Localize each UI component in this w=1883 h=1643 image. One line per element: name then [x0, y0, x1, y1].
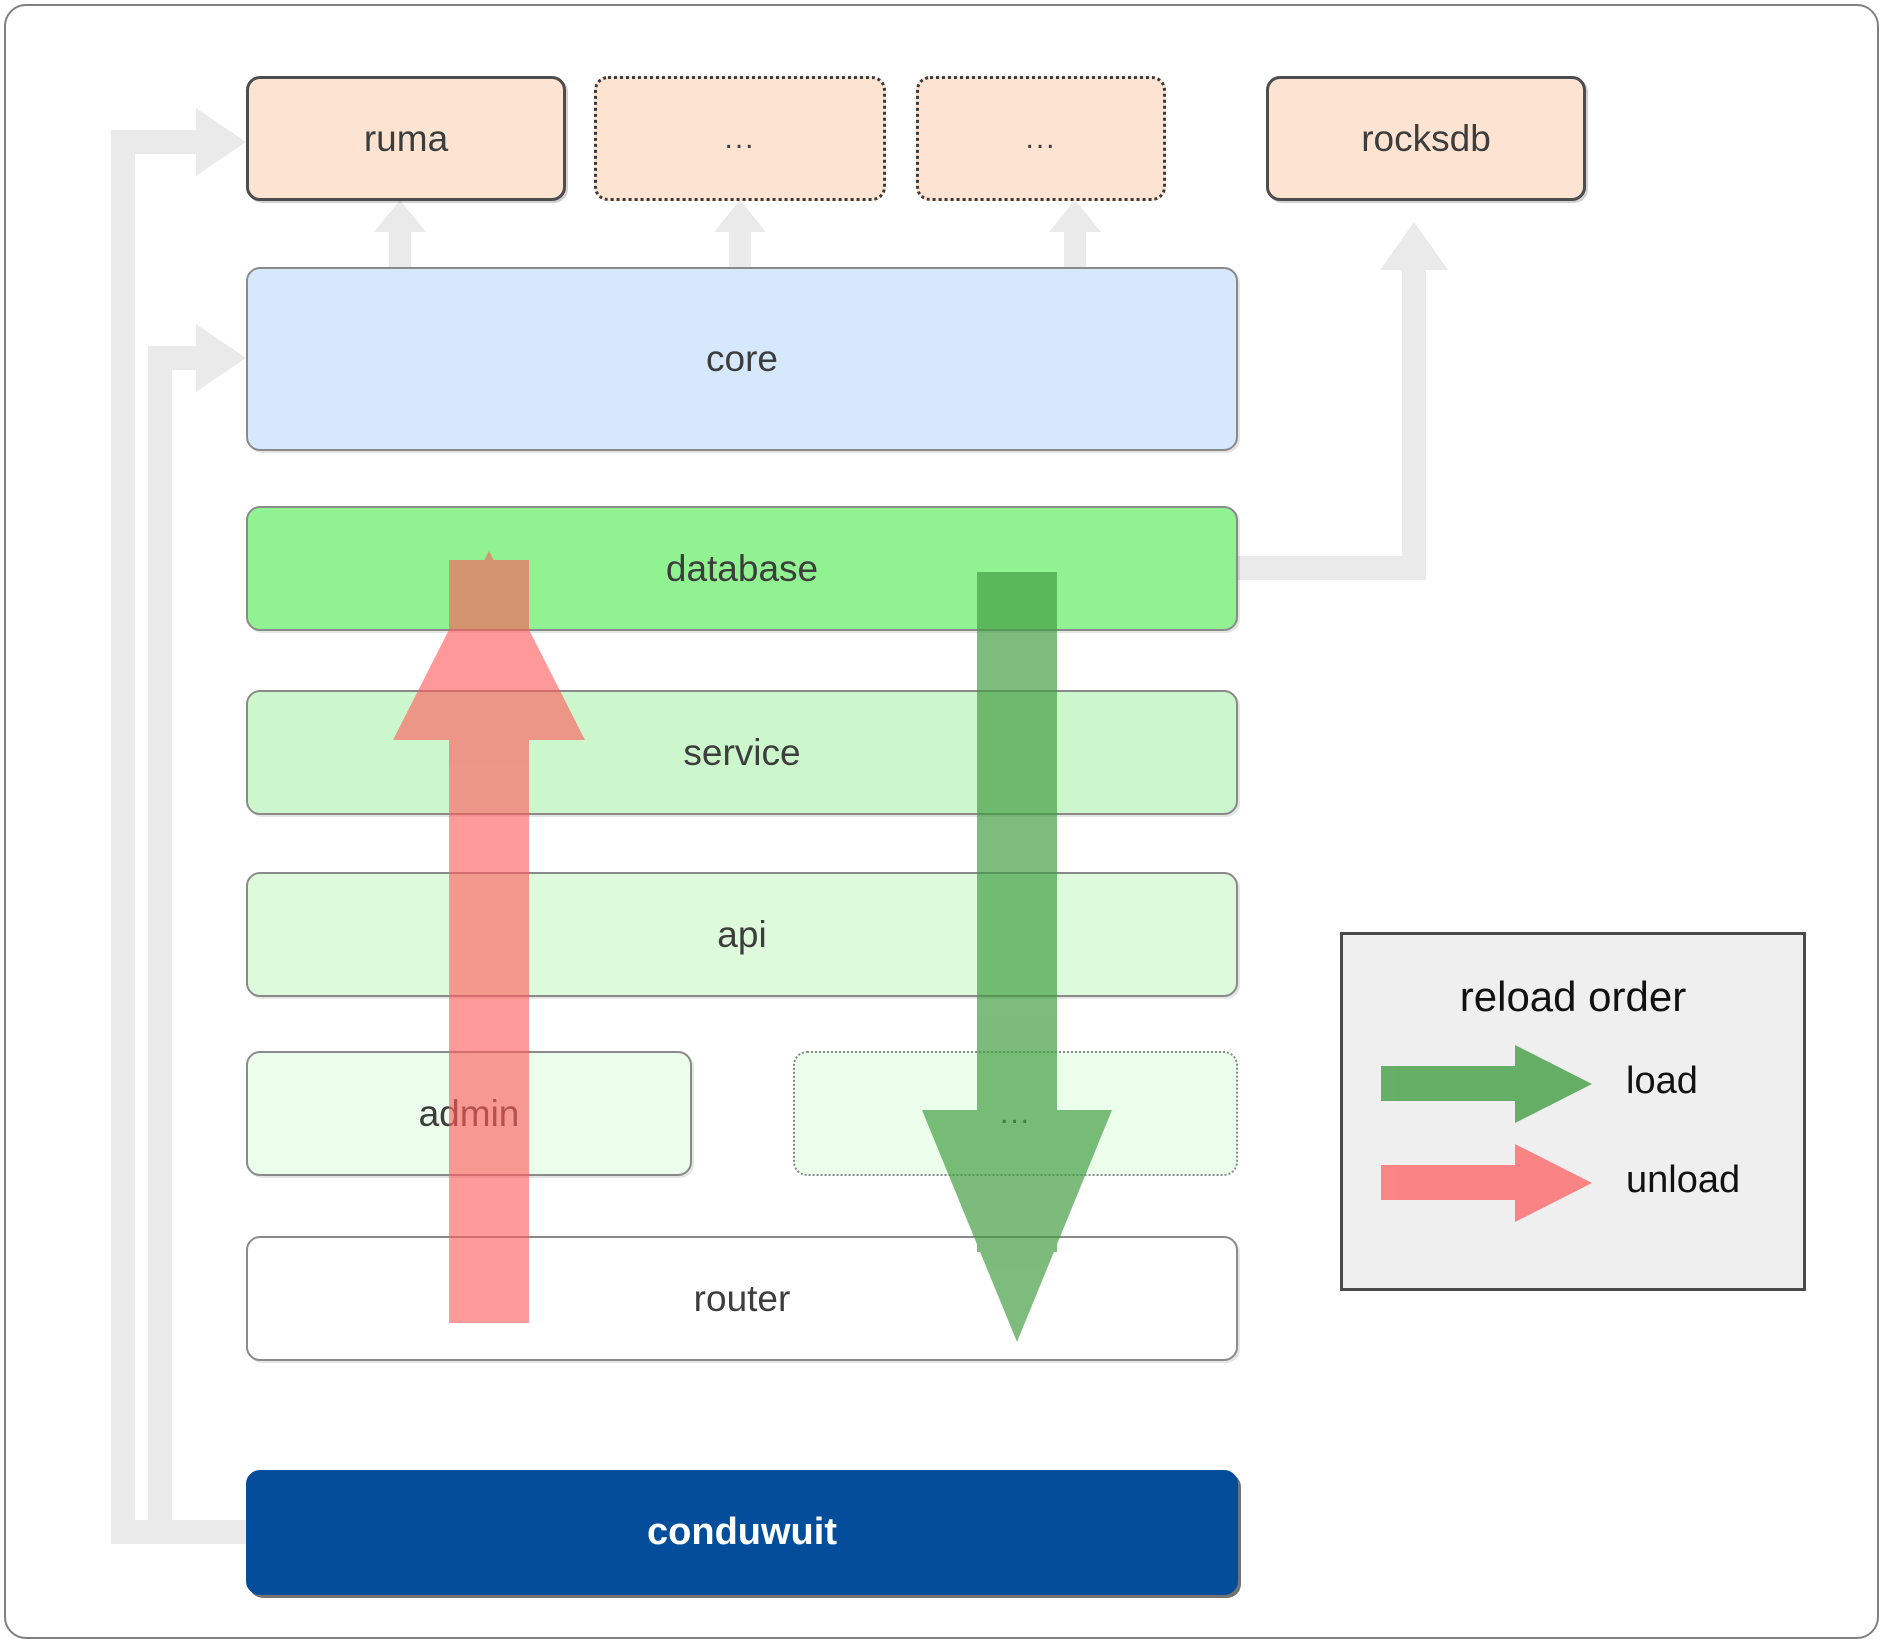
layer-box-api[interactable]: api — [246, 872, 1238, 997]
layer-box-router[interactable]: router — [246, 1236, 1238, 1361]
layer-label-service: service — [683, 731, 801, 773]
diagram-frame — [4, 4, 1879, 1639]
layer-label-core: core — [706, 338, 778, 379]
legend-box: reload order load unload — [1340, 932, 1806, 1291]
dependency-label-ellipsis-1: ... — [724, 121, 756, 155]
application-box-conduwuit[interactable]: conduwuit — [246, 1470, 1238, 1595]
layer-label-api: api — [717, 913, 767, 955]
layer-box-admin[interactable]: admin — [246, 1051, 692, 1176]
layer-box-database[interactable]: database — [246, 506, 1238, 631]
dependency-box-ellipsis-1[interactable]: ... — [594, 76, 886, 201]
dependency-box-rocksdb[interactable]: rocksdb — [1266, 76, 1586, 201]
layer-box-core[interactable]: core — [246, 267, 1238, 451]
layer-box-ellipsis[interactable]: ... — [793, 1051, 1238, 1176]
layer-label-ellipsis: ... — [999, 1096, 1031, 1130]
legend-load-arrow — [1381, 1045, 1592, 1123]
layer-label-admin: admin — [418, 1092, 520, 1134]
legend-label-load: load — [1626, 1060, 1698, 1102]
dependency-box-ellipsis-2[interactable]: ... — [916, 76, 1166, 201]
legend-arrows — [1381, 1045, 1592, 1222]
application-label-conduwuit: conduwuit — [647, 1511, 837, 1553]
legend-label-unload: unload — [1626, 1159, 1741, 1201]
layer-label-router: router — [693, 1277, 791, 1319]
dependency-box-ruma[interactable]: ruma — [246, 76, 566, 201]
layer-label-database: database — [665, 547, 819, 589]
dependency-label-rocksdb: rocksdb — [1361, 117, 1491, 159]
layer-box-service[interactable]: service — [246, 690, 1238, 815]
dependency-label-ellipsis-2: ... — [1025, 121, 1057, 155]
legend-title: reload order — [1459, 973, 1687, 1020]
legend-unload-arrow — [1381, 1144, 1592, 1222]
dependency-label-ruma: ruma — [363, 117, 449, 159]
